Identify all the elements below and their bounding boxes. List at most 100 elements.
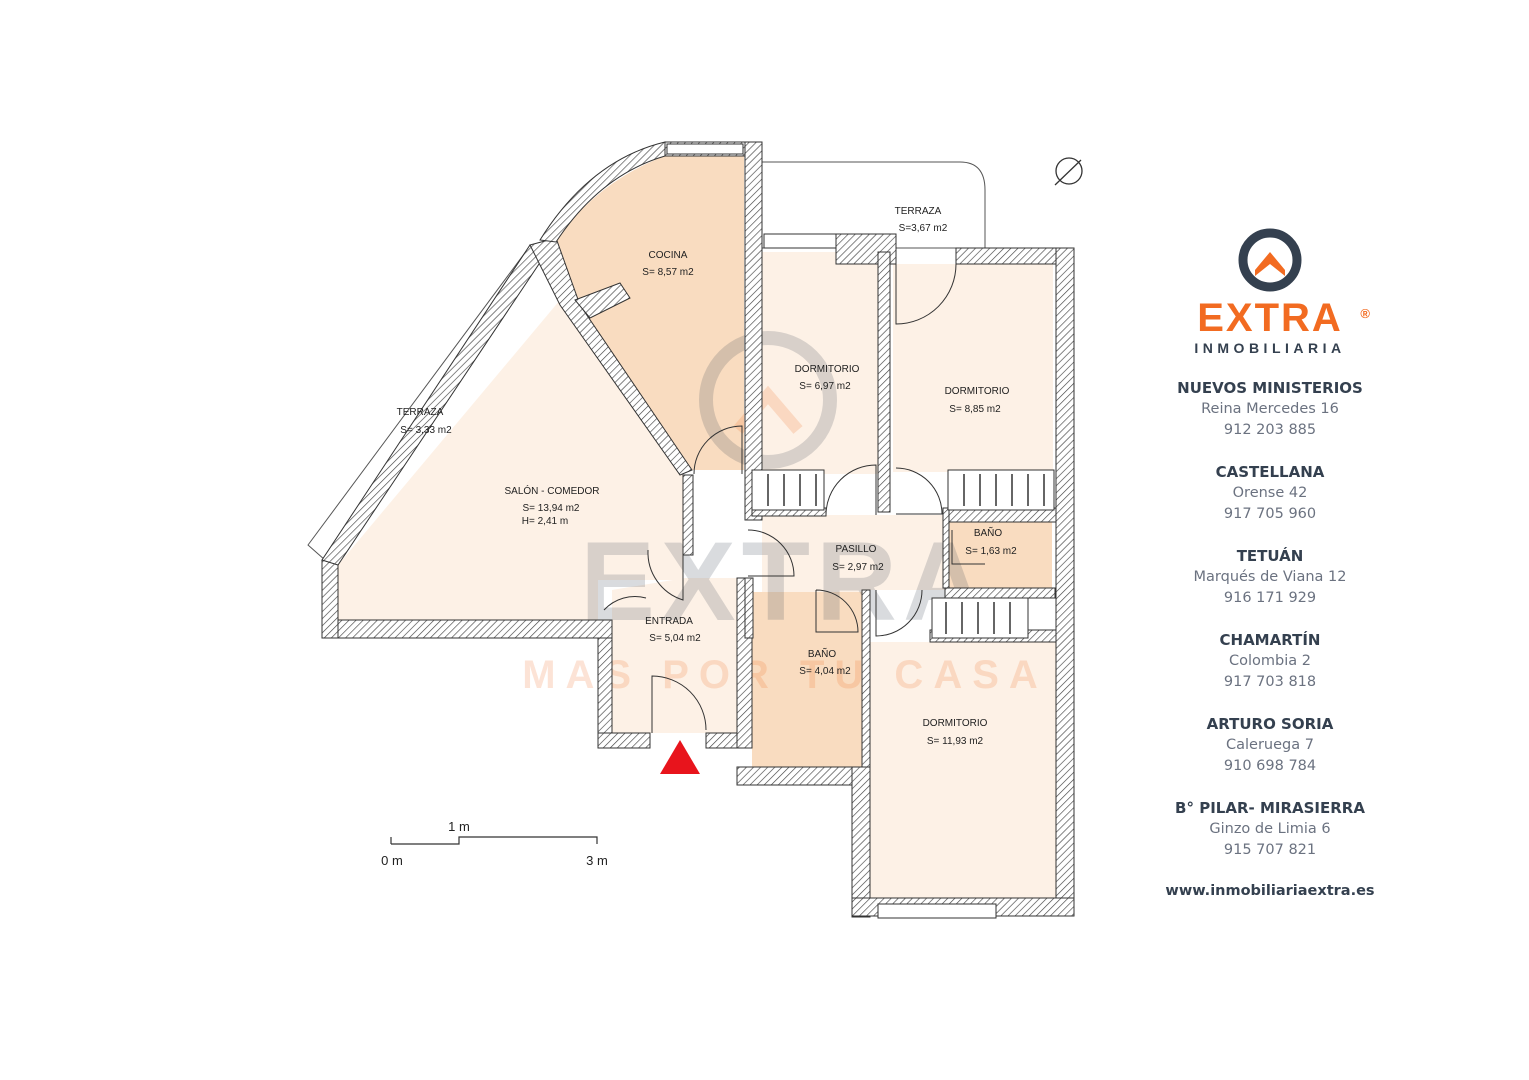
wall-right <box>1055 247 1075 917</box>
cocina-area: S= 8,57 m2 <box>642 267 694 278</box>
brand-wordmark: EXTRA ® <box>1150 298 1390 338</box>
wall-bano-right <box>861 589 871 771</box>
office-phone: 917 705 960 <box>1223 506 1317 522</box>
door-dorm1 <box>825 464 877 516</box>
window-dorm3 <box>877 903 997 919</box>
windows <box>666 143 997 919</box>
office-address: Reina Mercedes 16 <box>1201 401 1339 417</box>
brand-panel: EXTRA ® INMOBILIARIA NUEVOS MINISTERIOS R… <box>1150 228 1390 899</box>
compass-icon <box>1054 157 1083 186</box>
office-item: CHAMARTÍN Colombia 2 917 703 818 <box>1150 630 1390 693</box>
dormitorio-2-name: DORMITORIO <box>945 386 1010 397</box>
dormitorio-3-fill <box>870 642 1056 898</box>
bano-small-fill <box>948 522 1052 588</box>
office-address: Orense 42 <box>1232 485 1308 501</box>
salon-name: SALÓN - COMEDOR <box>504 484 599 497</box>
office-phone: 910 698 784 <box>1223 758 1317 774</box>
office-address: Caleruega 7 <box>1226 737 1314 753</box>
wardrobes <box>751 469 1055 639</box>
brand-name: EXTRA <box>1197 296 1343 340</box>
dormitorio-2-fill <box>893 264 1053 472</box>
room-labels: COCINA S= 8,57 m2 TERRAZA S=3,67 m2 TERR… <box>397 206 1017 747</box>
door-bano <box>815 589 859 633</box>
wall-salon-left <box>321 559 339 639</box>
wall-bano-small-left <box>942 507 950 589</box>
door-main <box>651 675 707 733</box>
salon-area: S= 13,94 m2 <box>523 503 580 514</box>
office-phone: 912 203 885 <box>1223 422 1317 438</box>
salon-fill <box>338 300 683 620</box>
wall-entrada-left <box>597 637 613 749</box>
office-name: ARTURO SORIA <box>1206 715 1334 733</box>
terraza-left-area: S= 3,33 m2 <box>400 425 452 436</box>
office-item: CASTELLANA Orense 42 917 705 960 <box>1150 462 1390 525</box>
watermark-logo-icon <box>699 331 837 469</box>
watermark: EXTRA MAS POR TU CASA <box>522 331 1038 697</box>
wardrobe-dorm2 <box>947 469 1055 511</box>
office-phone: 916 171 929 <box>1223 590 1317 606</box>
terraza-top-name: TERRAZA <box>895 206 942 217</box>
dormitorio-2-area: S= 8,85 m2 <box>949 404 1001 415</box>
scale-bar: 1 m 0 m 3 m <box>381 819 608 868</box>
door-dorm3 <box>875 589 923 637</box>
door-pasillo <box>895 467 943 515</box>
wall-bano-bottom <box>736 766 871 786</box>
terraza-top-area: S=3,67 m2 <box>899 223 948 234</box>
dormitorio-3-area: S= 11,93 m2 <box>927 736 984 747</box>
door-bano-small <box>951 530 985 565</box>
terraza-top-fill <box>761 161 986 249</box>
office-item: ARTURO SORIA Caleruega 7 910 698 784 <box>1150 714 1390 777</box>
entrada-name: ENTRADA <box>645 616 693 627</box>
wall-salon-bottom <box>321 619 613 639</box>
bano-area: S= 4,04 m2 <box>799 666 851 677</box>
door-pasillo-bano <box>747 529 795 577</box>
cocina-name: COCINA <box>649 250 688 261</box>
wall-entrada-bottom-left <box>597 732 651 749</box>
dormitorio-3-name: DORMITORIO <box>923 718 988 729</box>
pasillo-area: S= 2,97 m2 <box>832 562 884 573</box>
entrada-fill <box>612 578 745 733</box>
office-phone: 917 703 818 <box>1223 674 1317 690</box>
walls <box>321 141 1075 918</box>
wall-kitchen-right <box>744 141 763 521</box>
office-name: CASTELLANA <box>1215 463 1325 481</box>
office-address: Marqués de Viana 12 <box>1193 569 1347 585</box>
wardrobe-dorm1 <box>751 469 825 511</box>
door-salon <box>647 549 684 601</box>
office-address: Ginzo de Limia 6 <box>1209 821 1331 837</box>
wall-bano-small-bottom <box>944 587 1056 599</box>
door-entrada-salon <box>603 596 647 611</box>
wall-dorm3-left <box>851 766 871 918</box>
brand-sub: INMOBILIARIA <box>1194 340 1346 356</box>
website-link[interactable]: www.inmobiliariaextra.es <box>1165 883 1375 899</box>
office-name: TETUÁN <box>1236 547 1304 565</box>
pasillo-name: PASILLO <box>836 544 877 555</box>
dormitorio-1-name: DORMITORIO <box>795 364 860 375</box>
bano-fill <box>752 592 862 767</box>
office-name: CHAMARTÍN <box>1219 631 1321 649</box>
entry-triangle-icon <box>660 740 700 774</box>
office-name: B° PILAR- MIRASIERRA <box>1175 799 1365 817</box>
window-dorm1 <box>763 233 837 249</box>
dormitorio-1-fill <box>762 252 878 474</box>
wall-dorm1-right <box>877 251 891 513</box>
dormitorio-1-area: S= 6,97 m2 <box>799 381 851 392</box>
bano-name: BAÑO <box>808 647 837 660</box>
wall-entry-stub <box>682 474 694 556</box>
doors <box>603 263 985 733</box>
office-item: B° PILAR- MIRASIERRA Ginzo de Limia 6 91… <box>1150 798 1390 861</box>
registered-mark: ® <box>1360 306 1372 321</box>
scale-start-label: 0 m <box>381 853 403 868</box>
watermark-word: EXTRA <box>580 519 990 644</box>
salon-height: H= 2,41 m <box>522 516 568 527</box>
office-name: NUEVOS MINISTERIOS <box>1177 379 1363 397</box>
door-kitchen <box>693 425 743 475</box>
office-item: TETUÁN Marqués de Viana 12 916 171 929 <box>1150 546 1390 609</box>
house-logo-icon <box>1238 228 1302 292</box>
bano-small-name: BAÑO <box>974 526 1003 539</box>
office-phone: 915 707 821 <box>1223 842 1317 858</box>
scale-end-label: 3 m <box>586 853 608 868</box>
entrada-area: S= 5,04 m2 <box>649 633 701 644</box>
office-address: Colombia 2 <box>1229 653 1311 669</box>
